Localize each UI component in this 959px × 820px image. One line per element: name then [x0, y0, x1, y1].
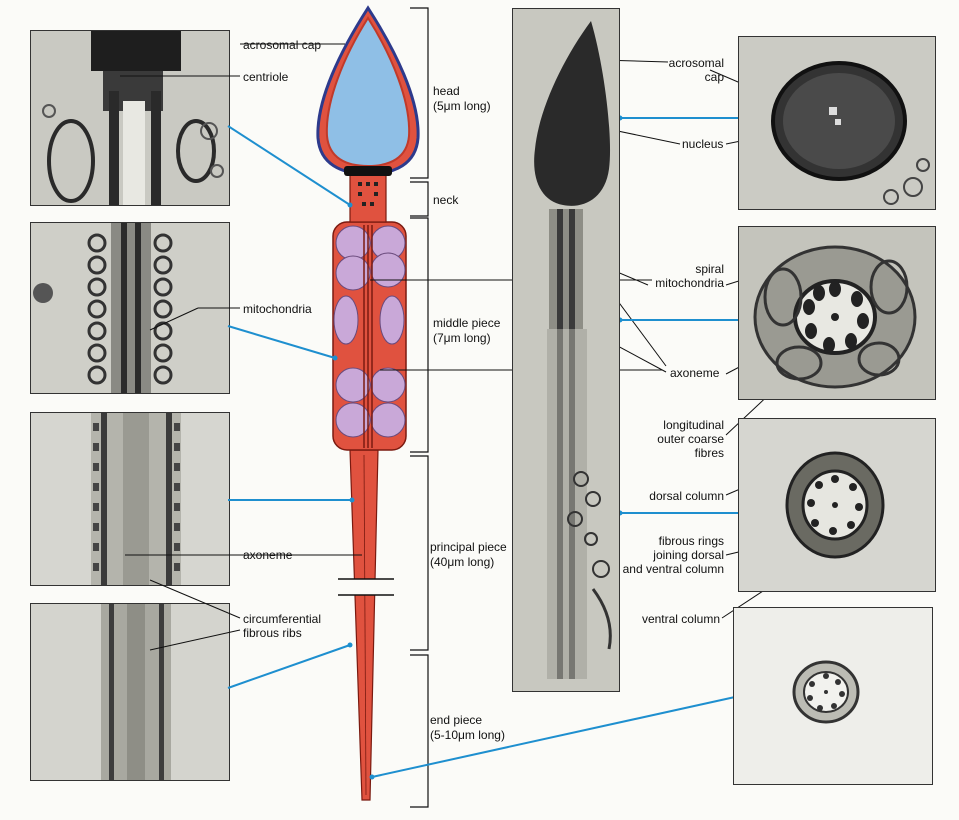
- cross-section-principal-image: [739, 419, 935, 591]
- label-centriole: centriole: [243, 70, 289, 84]
- label-fibrous-ribs: fibrous ribs: [243, 626, 302, 640]
- pointer-lines-blue: [227, 117, 738, 778]
- cross-section-principal: [738, 418, 936, 592]
- region-brackets: [410, 7, 429, 808]
- micrograph-neck-region: [30, 30, 230, 206]
- cross-section-head-image: [739, 37, 935, 209]
- sperm-head-nucleus: [325, 16, 411, 168]
- cross-section-middle: [738, 226, 936, 400]
- label-longitudinal-2: outer coarse: [657, 432, 724, 446]
- cross-section-head: [738, 36, 936, 210]
- label-spiral: spiral: [695, 262, 724, 276]
- region-middle-length: (7μm long): [433, 331, 491, 345]
- region-principal-label: principal piece: [430, 540, 507, 554]
- region-end-length: (5-10μm long): [430, 728, 505, 742]
- label-axoneme-right: axoneme: [670, 366, 720, 380]
- cross-section-middle-image: [739, 227, 935, 399]
- spiral-mitochondria-shapes: [333, 225, 406, 438]
- micrograph-middle-piece: [30, 222, 230, 394]
- tail-break: [338, 579, 394, 595]
- label-circumferential: circumferential: [243, 612, 322, 626]
- micrograph-longitudinal-image: [513, 9, 619, 691]
- label-fibrous-rings-1: fibrous rings: [658, 534, 724, 548]
- region-neck-label: neck: [433, 193, 459, 207]
- micrograph-longitudinal: [512, 8, 620, 692]
- micrograph-end-image: [31, 604, 229, 780]
- micrograph-neck-image: [31, 31, 229, 205]
- micrograph-principal-image: [31, 413, 229, 585]
- label-spiral-mitochondria: mitochondria: [655, 276, 724, 290]
- label-fibrous-rings-2: joining dorsal: [653, 548, 724, 562]
- label-dorsal-column: dorsal column: [649, 489, 724, 503]
- label-mitochondria: mitochondria: [243, 302, 312, 316]
- label-ventral-column: ventral column: [641, 612, 720, 626]
- region-principal-length: (40μm long): [430, 555, 495, 569]
- micrograph-middle-image: [31, 223, 229, 393]
- neck-body: [349, 173, 387, 223]
- cross-section-end-image: [734, 608, 932, 784]
- region-head-length: (5μm long): [433, 99, 491, 113]
- cross-section-end: [733, 607, 933, 785]
- micrograph-principal-piece: [30, 412, 230, 586]
- region-end-label: end piece: [430, 713, 483, 727]
- label-nucleus: nucleus: [682, 137, 724, 151]
- region-middle-label: middle piece: [433, 316, 501, 330]
- label-acrosomal-cap-right-2: cap: [704, 70, 724, 84]
- label-fibrous-rings-3: and ventral column: [622, 562, 724, 576]
- label-acrosomal-cap-left: acrosomal cap: [243, 38, 322, 52]
- micrograph-end-piece: [30, 603, 230, 781]
- label-longitudinal-1: longitudinal: [663, 418, 724, 432]
- region-head-label: head: [433, 84, 460, 98]
- label-acrosomal-cap-right-1: acrosomal: [668, 56, 724, 70]
- label-longitudinal-3: fibres: [694, 446, 724, 460]
